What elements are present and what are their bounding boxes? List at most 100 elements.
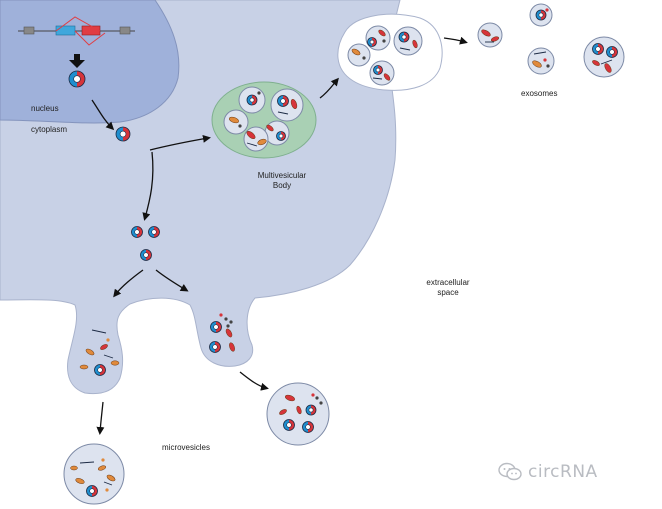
circrna-molecule <box>140 249 152 261</box>
cargo-dot <box>382 39 386 43</box>
circrna-blue-half <box>69 71 77 87</box>
vesicle <box>583 36 625 78</box>
circrna-molecule <box>535 9 547 21</box>
circrna-hole <box>369 39 375 45</box>
cargo-rna-fragment <box>399 47 411 51</box>
circrna-molecule <box>302 421 314 433</box>
cargo-protein <box>79 364 89 370</box>
circrna-outline <box>283 419 295 431</box>
cargo-protein <box>110 360 120 366</box>
cargo-dot <box>105 488 109 492</box>
vesicle <box>369 60 395 86</box>
cargo-protein <box>225 328 233 338</box>
circrna-outline <box>210 321 222 333</box>
label-microvesicles: microvesicles <box>162 443 211 452</box>
circrna-molecule <box>131 226 143 238</box>
circrna-molecule <box>86 485 98 497</box>
circrna-red-half <box>289 419 295 431</box>
circrna-molecule <box>398 31 410 43</box>
vesicle <box>393 26 423 56</box>
circrna-blue-half <box>131 226 137 238</box>
transcription-arrow <box>69 54 85 68</box>
circrna-hole <box>308 407 314 413</box>
cargo-dot <box>226 324 230 328</box>
cargo-rna-fragment <box>277 111 289 115</box>
cargo-protein <box>592 60 600 66</box>
circrna-red-half <box>77 71 85 87</box>
cargo-rna-fragment <box>79 461 95 464</box>
circrna-outline <box>367 37 377 47</box>
circrna-blue-half <box>247 95 252 105</box>
circrna-blue-half <box>373 65 378 75</box>
circrna-molecule <box>305 404 317 416</box>
vesicle <box>63 443 125 505</box>
label-extracellular-line2: space <box>437 288 459 297</box>
circrna-hole <box>401 34 407 40</box>
cargo-dot <box>229 320 233 324</box>
circrna-hole <box>143 252 149 258</box>
label-multivesicular-body: Multivesicular Body <box>247 171 317 191</box>
circrna-blue-half <box>606 46 612 58</box>
circrna-red-half <box>598 43 604 55</box>
circrna-blue-half <box>116 127 123 141</box>
circrna-blue-half <box>209 341 215 353</box>
circrna-red-half <box>215 341 221 353</box>
circrna-red-half <box>146 249 152 261</box>
circrna-hole <box>212 344 218 350</box>
circrna-blue-half <box>277 95 283 107</box>
cargo-protein <box>383 73 391 81</box>
circrna-outline <box>398 31 410 43</box>
label-mvb-line1: Multivesicular <box>257 171 307 180</box>
circrna-molecule <box>115 126 131 142</box>
circrna-molecule <box>210 321 222 333</box>
circrna-blue-half <box>592 43 598 55</box>
cargo-rna-fragment <box>103 481 113 486</box>
circrna-red-half <box>154 226 160 238</box>
circrna-red-half <box>541 10 546 20</box>
cargo-protein <box>75 478 85 484</box>
circrna-red-half <box>378 65 383 75</box>
cargo-protein <box>97 465 107 471</box>
watermark-text: circRNA <box>528 462 598 482</box>
circrna-blue-half <box>399 32 404 42</box>
circrna-red-half <box>612 46 618 58</box>
gene-schematic <box>18 16 135 46</box>
wechat-icon <box>498 462 522 481</box>
circrna-blue-half <box>306 405 311 415</box>
cargo-dot <box>224 317 228 321</box>
cargo-dot <box>311 393 315 397</box>
label-mvb-line2: Body <box>272 181 292 190</box>
circrna-molecule <box>246 94 258 106</box>
cargo-protein <box>229 342 235 352</box>
cargo-protein <box>228 116 240 124</box>
circrna-blue-half <box>210 321 216 333</box>
circrna-outline <box>305 404 317 416</box>
cargo-dot <box>106 338 110 342</box>
circrna-hole <box>213 324 219 330</box>
circrna-blue-half <box>276 131 281 141</box>
cargo-dot <box>546 64 550 68</box>
cargo-protein <box>257 138 267 146</box>
circrna-molecule <box>276 131 286 141</box>
circrna-blue-half <box>536 10 541 20</box>
cargo-rna-fragment <box>600 59 613 65</box>
cargo-protein <box>490 36 500 42</box>
cargo-layer <box>68 8 618 497</box>
cargo-protein <box>70 465 78 471</box>
cargo-protein <box>279 409 287 415</box>
cargo-protein <box>284 394 296 402</box>
circrna-outline <box>131 226 143 238</box>
label-exosomes: exosomes <box>521 89 558 98</box>
circrna-blue-half <box>86 485 92 497</box>
cargo-protein <box>412 39 418 49</box>
circrna-outline <box>94 364 106 376</box>
circrna-red-half <box>137 226 143 238</box>
cargo-dot <box>101 458 105 462</box>
cargo-protein <box>290 98 298 110</box>
circrna-outline <box>148 226 160 238</box>
circrna-blue-half <box>283 419 289 431</box>
cargo-dot <box>319 401 323 405</box>
circrna-outline <box>373 65 383 75</box>
circrna-hole <box>278 133 284 139</box>
